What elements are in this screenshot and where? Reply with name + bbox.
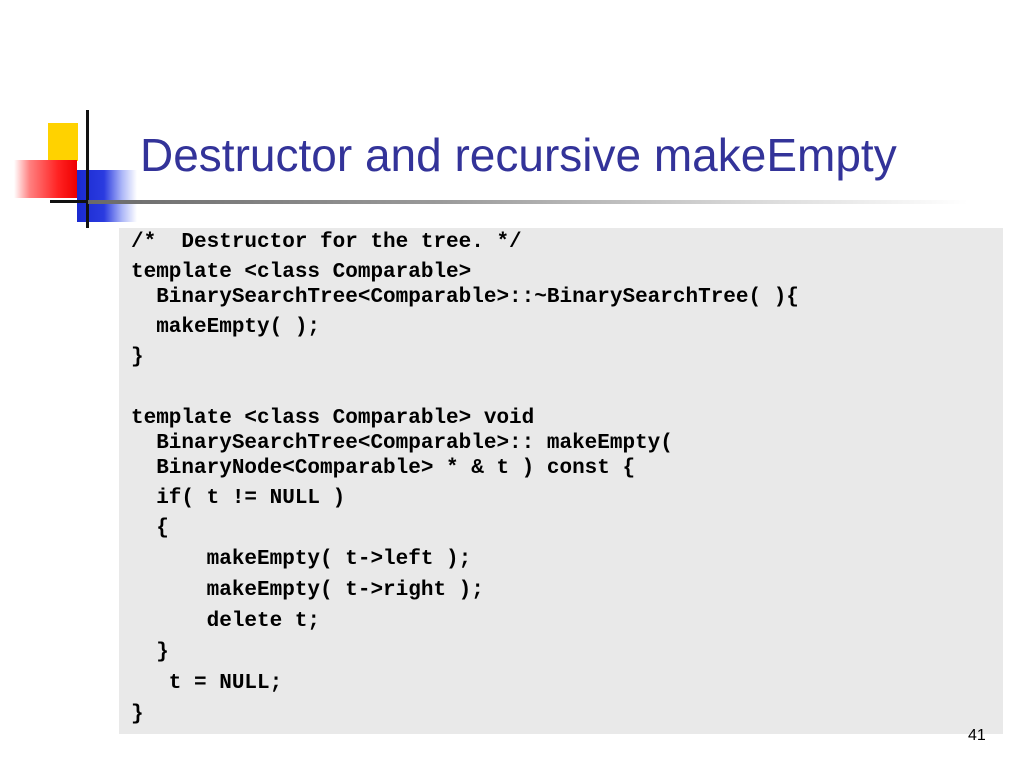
yellow-square	[48, 123, 78, 161]
code-line: t = NULL;	[131, 672, 283, 695]
code-line: BinarySearchTree<Comparable>:: makeEmpty…	[131, 432, 673, 455]
page-number: 41	[968, 727, 986, 744]
code-line: {	[131, 517, 169, 540]
code-line: }	[131, 703, 144, 726]
code-line: }	[131, 346, 144, 369]
code-line: BinarySearchTree<Comparable>::~BinarySea…	[131, 286, 799, 309]
code-line: makeEmpty( );	[131, 316, 321, 339]
red-square	[14, 160, 77, 198]
code-line: BinaryNode<Comparable> * & t ) const {	[131, 457, 636, 480]
code-line: makeEmpty( t->right );	[131, 579, 484, 602]
code-line: makeEmpty( t->left );	[131, 548, 472, 571]
code-line: delete t;	[131, 610, 321, 633]
code-line: template <class Comparable> void	[131, 407, 535, 430]
logo-vertical-line	[86, 110, 89, 228]
code-line: if( t != NULL )	[131, 487, 346, 510]
slide-title: Destructor and recursive makeEmpty	[140, 129, 897, 181]
code-line: }	[131, 641, 169, 664]
title-underline	[88, 200, 968, 204]
code-block: /* Destructor for the tree. */ template …	[119, 228, 1003, 734]
code-line	[131, 375, 1003, 400]
code-line: /* Destructor for the tree. */	[131, 231, 522, 254]
code-line: template <class Comparable>	[131, 261, 472, 284]
